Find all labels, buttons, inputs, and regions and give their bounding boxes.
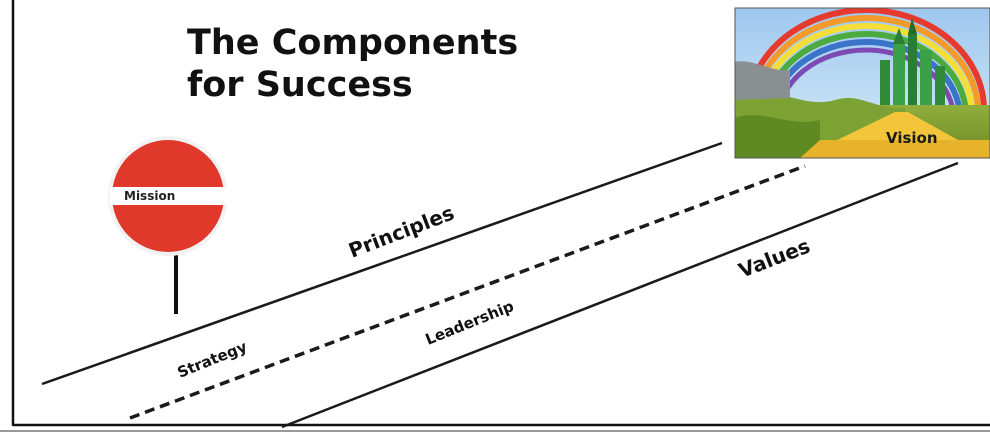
- title-line-1: The Components: [187, 23, 518, 63]
- mission-sign: Mission: [108, 136, 242, 314]
- values-label: Values: [735, 234, 813, 283]
- vision-picture-border: [734, 7, 990, 159]
- values-road-line: [281, 161, 959, 429]
- sign-white-bar: [110, 187, 242, 205]
- vision-picture: [735, 8, 990, 158]
- strategy-road-dashed-line: [129, 164, 806, 420]
- strategy-label: Strategy: [175, 337, 250, 381]
- vision-label: Vision: [886, 129, 938, 147]
- mission-label: Mission: [124, 189, 175, 203]
- title-line-2: for Success: [187, 65, 413, 105]
- principles-road-line: [41, 141, 723, 386]
- principles-label: Principles: [345, 200, 457, 262]
